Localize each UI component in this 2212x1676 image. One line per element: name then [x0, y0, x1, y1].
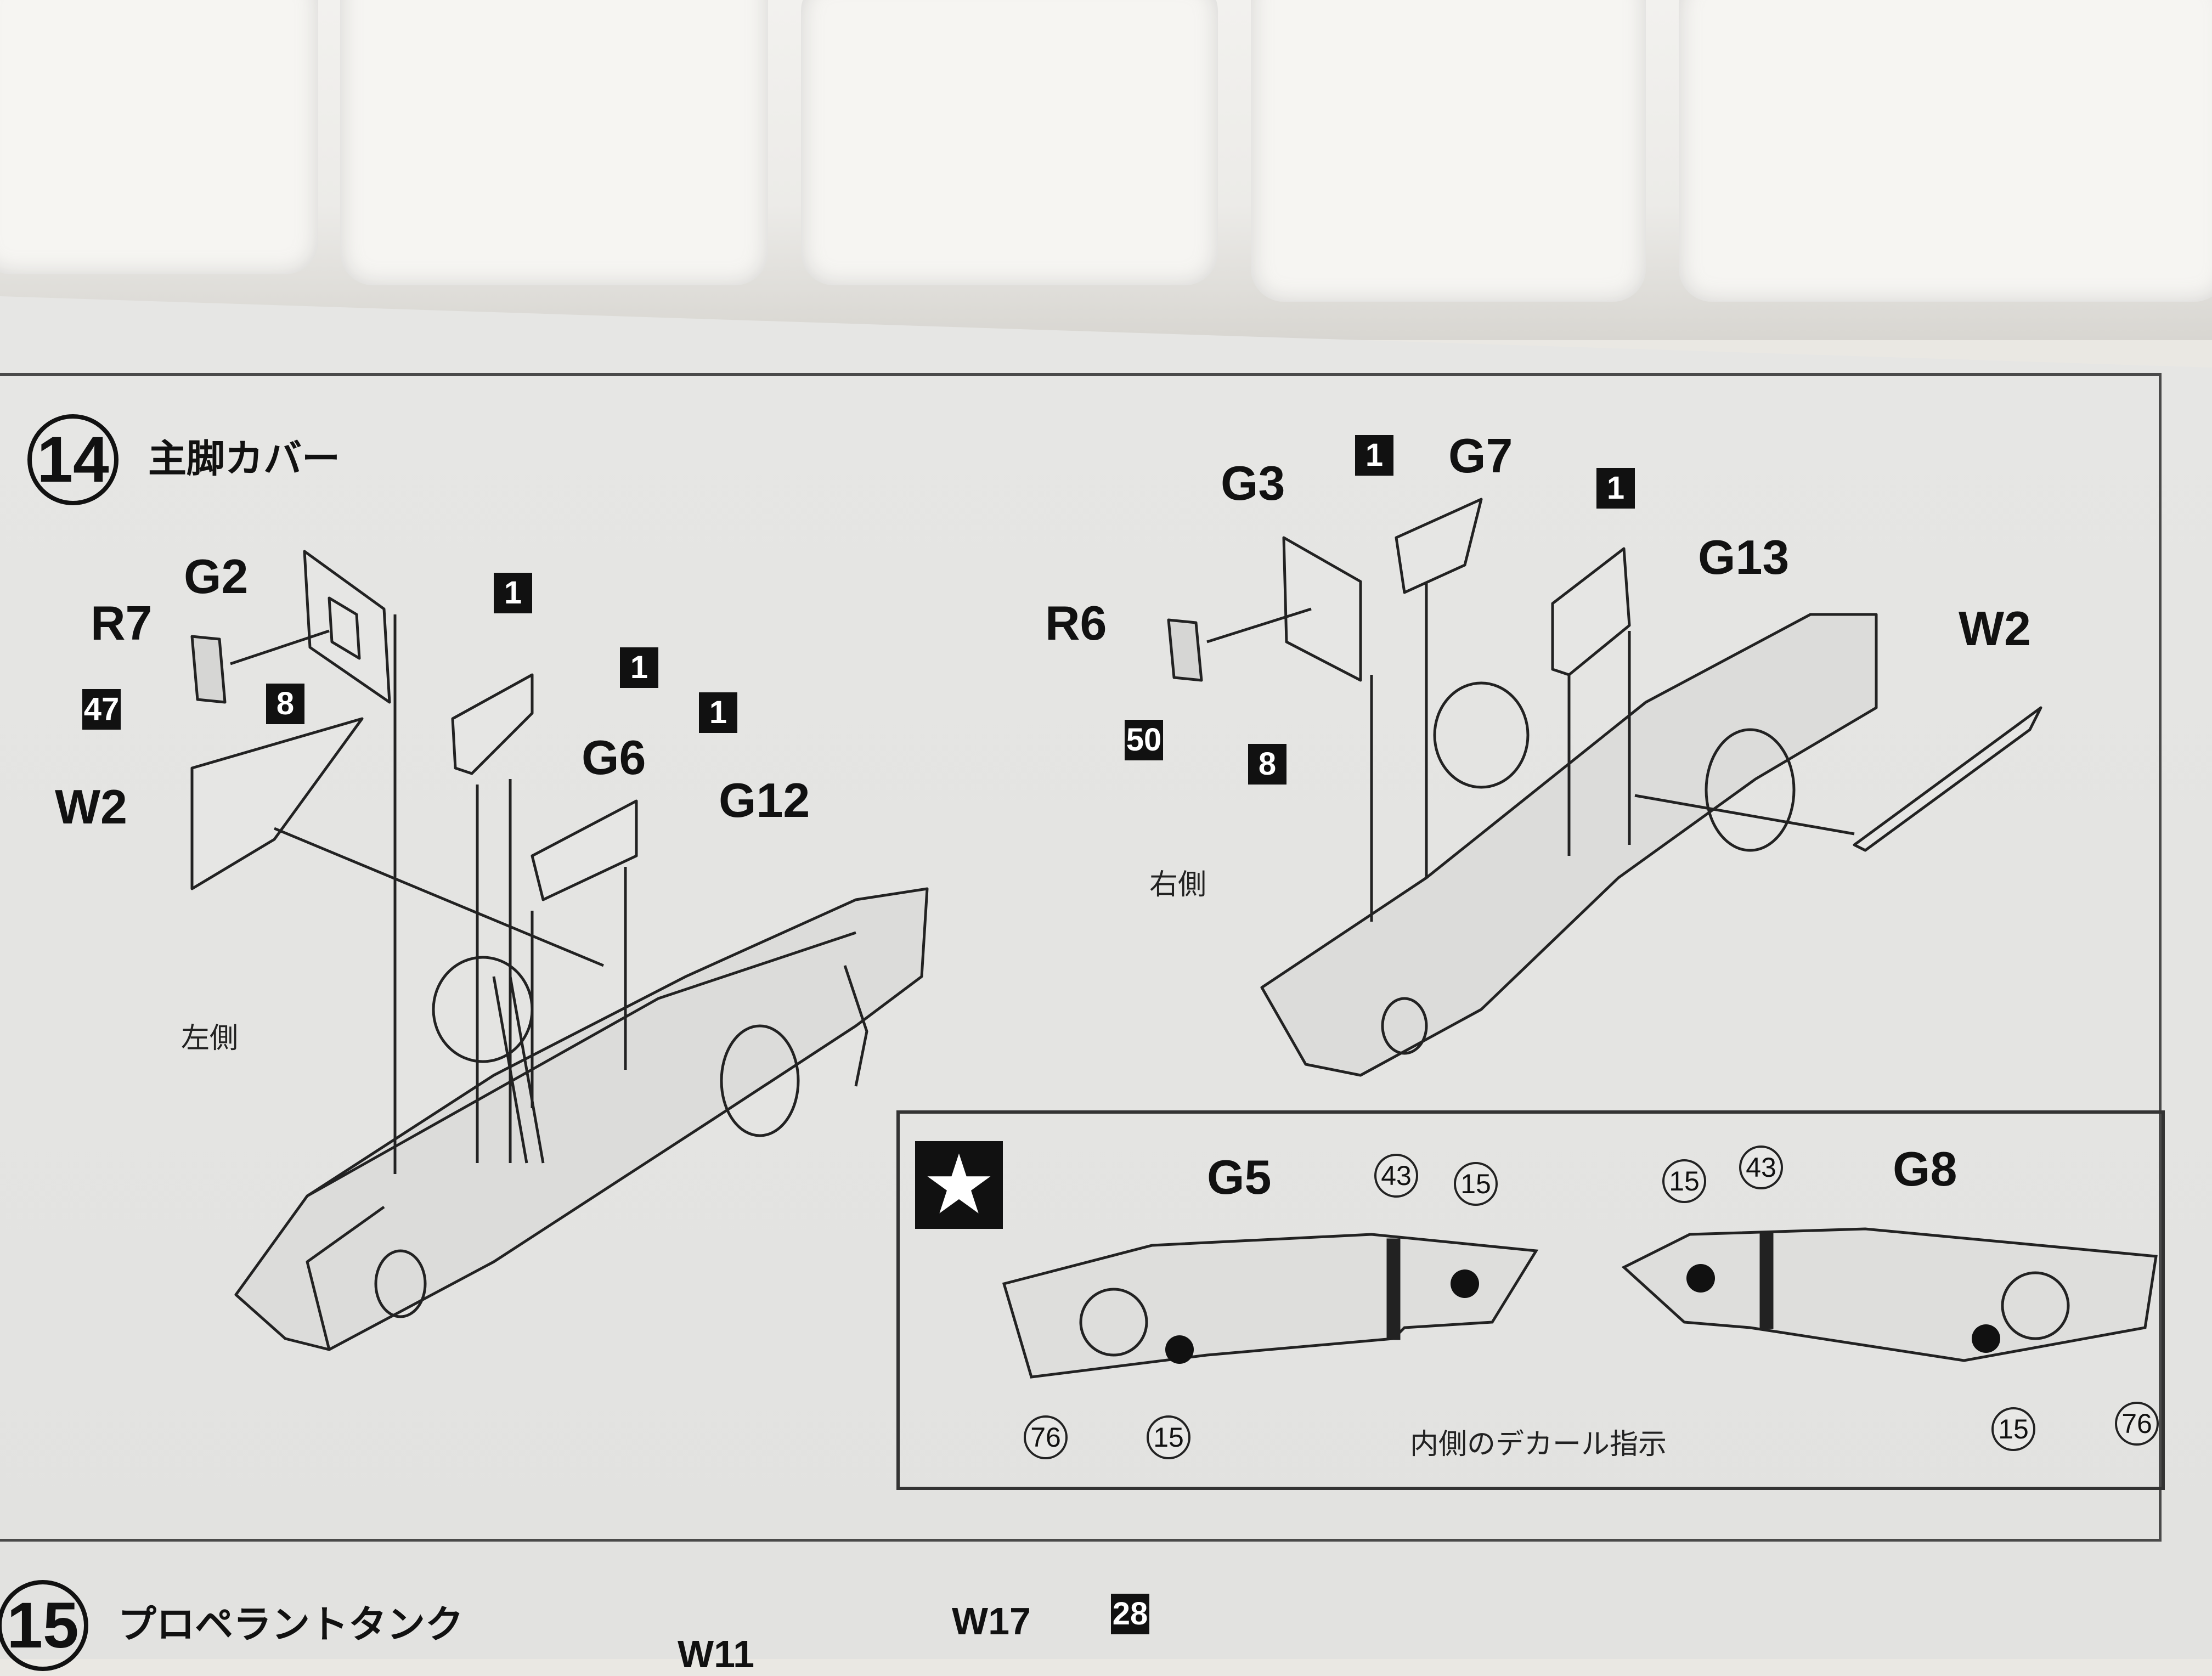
decal-76-left: 76	[1024, 1415, 1068, 1459]
part-g7-shape	[1395, 498, 1483, 594]
step-15-title: プロペラントタンク	[118, 1603, 464, 1646]
paint-code-1-left-c: 1	[699, 692, 737, 733]
decal-15-right-a: 15	[1662, 1159, 1706, 1203]
decal-15-left-b: 15	[1147, 1415, 1190, 1459]
brick-wall-background	[0, 0, 2212, 340]
paint-code-1-left-a: 1	[494, 573, 532, 613]
sheet-border	[0, 373, 2162, 1542]
paint-code-28: 28	[1111, 1594, 1149, 1634]
label-g2: G2	[184, 549, 249, 603]
instruction-sheet	[0, 296, 2212, 1659]
star-icon: ★	[915, 1141, 1003, 1229]
label-w11: W11	[678, 1633, 755, 1675]
label-w2-right: W2	[1959, 601, 2031, 656]
right-side-label: 右側	[1149, 869, 1207, 901]
label-r7: R7	[91, 596, 153, 650]
decal-43-right: 43	[1739, 1145, 1783, 1189]
label-g6: G6	[582, 730, 646, 785]
paint-code-1-right-b: 1	[1596, 468, 1635, 509]
right-wheel	[1433, 681, 1530, 789]
part-g6-shape	[451, 673, 534, 775]
decal-instruction-inset	[896, 1110, 2165, 1490]
step-14-title: 主脚カバー	[148, 437, 340, 480]
part-r7-shape	[190, 635, 227, 704]
part-r6-shape	[1167, 618, 1203, 682]
part-g3-shape	[1282, 536, 1362, 682]
decal-15-left-a: 15	[1454, 1162, 1498, 1206]
paint-code-1-left-b: 1	[620, 647, 658, 688]
part-g13-shape	[1551, 547, 1631, 676]
label-w2-left: W2	[55, 780, 127, 834]
label-g7: G7	[1448, 428, 1513, 483]
paint-code-8-left: 8	[266, 684, 304, 724]
paint-code-50: 50	[1125, 720, 1163, 760]
label-g3: G3	[1221, 456, 1285, 510]
paint-code-8-right: 8	[1248, 744, 1286, 785]
part-w2-right-shape	[1853, 706, 2042, 852]
decal-g5-outline	[1002, 1233, 1539, 1379]
paint-code-1-right-a: 1	[1355, 435, 1393, 476]
step-14-number: 14	[27, 414, 119, 505]
decal-inset-caption: 内側のデカール指示	[1410, 1429, 1667, 1460]
decal-label-g5: G5	[1207, 1150, 1272, 1204]
label-r6: R6	[1045, 596, 1107, 650]
step-15-number: 15	[0, 1580, 88, 1671]
label-g12: G12	[719, 773, 810, 827]
part-g12-shape	[531, 799, 638, 901]
decal-43-left: 43	[1374, 1154, 1418, 1198]
decal-76-right: 76	[2115, 1402, 2159, 1446]
left-side-label: 左側	[181, 1023, 239, 1054]
decal-15-right-b: 15	[1991, 1407, 2035, 1451]
paint-code-47: 47	[82, 689, 121, 730]
decal-label-g8: G8	[1893, 1142, 1957, 1196]
label-w17: W17	[952, 1600, 1031, 1643]
part-g2-shape	[303, 550, 391, 704]
label-g13: G13	[1698, 530, 1790, 584]
part-w2-left-shape	[190, 717, 364, 890]
decal-g8-outline	[1621, 1227, 2158, 1362]
